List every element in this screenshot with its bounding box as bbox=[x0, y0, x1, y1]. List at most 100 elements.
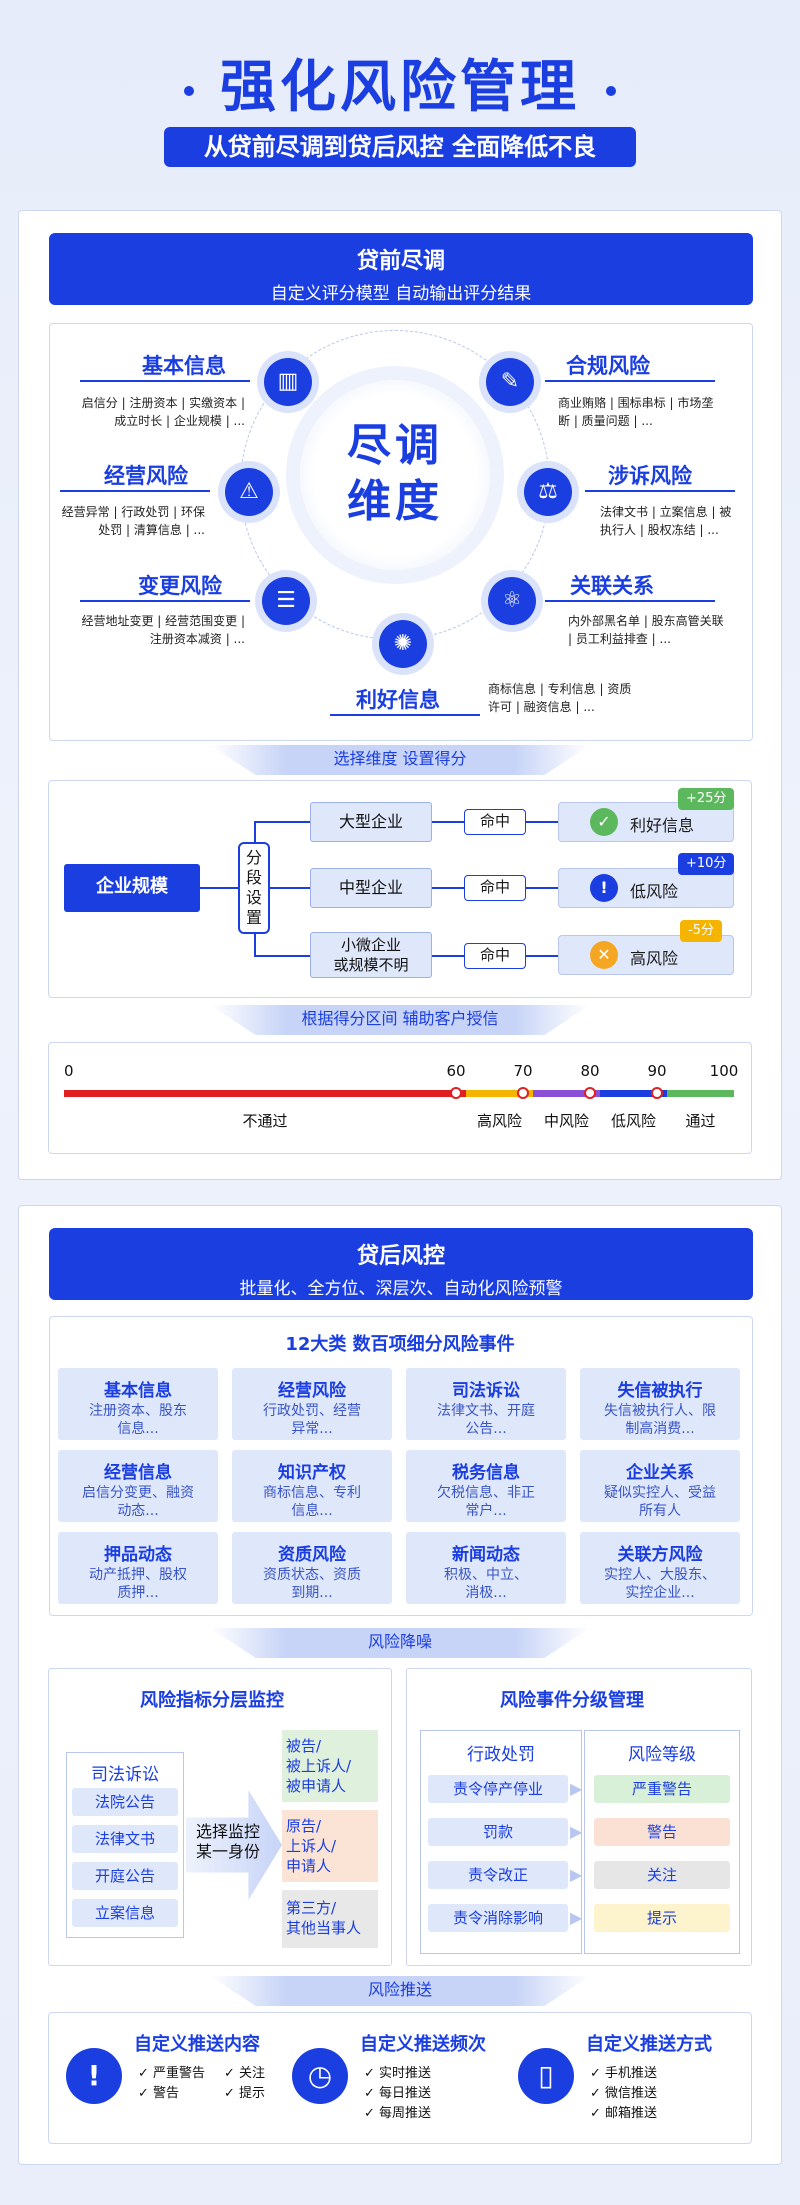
event-item: 责令消除影响 bbox=[428, 1904, 568, 1932]
level-col bbox=[584, 1730, 740, 1954]
risk-category-title: 知识产权 bbox=[278, 1463, 346, 1483]
push-title: 自定义推送频次 bbox=[360, 2034, 486, 2055]
level-item: 严重警告 bbox=[594, 1775, 730, 1803]
grid-title: 12大类 数百项细分风险事件 bbox=[285, 1334, 515, 1355]
result-label: 利好信息 bbox=[630, 816, 695, 835]
branch-line bbox=[254, 934, 256, 956]
risk-category-desc: 行政处罚、经营 bbox=[263, 1403, 361, 1419]
dim-desc-change: 经营地址变更 | 经营范围变更 | 注册资本减资 | ... bbox=[81, 614, 245, 646]
event-col-title: 行政处罚 bbox=[467, 1745, 535, 1765]
risk-category-title: 经营信息 bbox=[104, 1463, 172, 1483]
risk-category: 失信被执行失信被执行人、限制高消费... bbox=[580, 1368, 740, 1440]
push-panel bbox=[48, 2012, 752, 2144]
litigation-item: 立案信息 bbox=[72, 1899, 178, 1927]
push-option: ✓ 每日推送 bbox=[364, 2086, 432, 2101]
level-item: 提示 bbox=[594, 1904, 730, 1932]
branch-line bbox=[254, 821, 310, 823]
clock-icon: ◷ bbox=[292, 2048, 348, 2104]
dim-label-basic: 基本信息 bbox=[142, 354, 226, 378]
result-label: 低风险 bbox=[630, 882, 679, 901]
dim-desc-litigation: 法律文书 | 立案信息 | 被执行人 | 股权冻结 | ... bbox=[600, 505, 732, 537]
risk-category-desc: 制高消费... bbox=[625, 1421, 695, 1437]
arrow-text: 选择监控某一身份 bbox=[196, 1822, 261, 1861]
scale-band-label: 中风险 bbox=[543, 1112, 589, 1130]
risk-category-desc: 常户... bbox=[465, 1503, 507, 1519]
risk-category-title: 基本信息 bbox=[104, 1381, 172, 1401]
scale-band-label: 低风险 bbox=[610, 1112, 656, 1130]
role-box: 原告/上诉人/申请人 bbox=[282, 1810, 378, 1882]
hit-label: 命中 bbox=[464, 809, 526, 835]
role-box: 第三方/其他当事人 bbox=[282, 1890, 378, 1948]
hit-label: 命中 bbox=[464, 943, 526, 969]
dim-underline bbox=[545, 600, 715, 602]
litigation-group-title: 司法诉讼 bbox=[91, 1765, 159, 1785]
push-option: ✓ 实时推送 bbox=[364, 2066, 432, 2081]
risk-category-desc: 公告... bbox=[465, 1421, 507, 1437]
scale-band bbox=[64, 1090, 466, 1097]
cross-icon: ✕ bbox=[590, 941, 618, 969]
funnel-label: 风险推送 bbox=[210, 1976, 590, 2006]
building-icon: ▥ bbox=[264, 358, 312, 406]
push-title: 自定义推送方式 bbox=[586, 2034, 712, 2055]
scale-band-label: 高风险 bbox=[476, 1112, 522, 1130]
list-icon: ☰ bbox=[262, 577, 310, 625]
header: 强化风险管理 从贷前尽调到贷后风控 全面降低不良 bbox=[0, 0, 800, 200]
risk-category-title: 税务信息 bbox=[452, 1463, 520, 1483]
dot-icon bbox=[606, 85, 616, 96]
risk-category-title: 新闻动态 bbox=[452, 1545, 520, 1565]
risk-category: 企业关系疑似实控人、受益所有人 bbox=[580, 1450, 740, 1522]
risk-category-desc: 异常... bbox=[291, 1421, 333, 1437]
center-circle: 尽调维度 bbox=[300, 380, 490, 570]
score-tag: +10分 bbox=[678, 853, 735, 875]
dim-underline bbox=[330, 714, 480, 716]
risk-category-desc: 消极... bbox=[465, 1585, 507, 1601]
scale-tick: 60 bbox=[446, 1062, 466, 1080]
risk-category-desc: 实控人、大股东、 bbox=[604, 1567, 716, 1583]
result-label: 高风险 bbox=[630, 949, 679, 968]
risk-category: 新闻动态积极、中立、消极... bbox=[406, 1532, 566, 1604]
risk-category-desc: 动态... bbox=[117, 1503, 159, 1519]
funnel-label: 根据得分区间 辅助客户授信 bbox=[210, 1005, 590, 1035]
arrow-right-icon: ▶ bbox=[570, 1822, 583, 1841]
arrow-right-icon: ▶ bbox=[570, 1908, 583, 1927]
event-item: 罚款 bbox=[428, 1818, 568, 1846]
risk-category-desc: 启信分变更、融资 bbox=[82, 1485, 194, 1501]
scale-marker bbox=[651, 1087, 663, 1099]
scale-band-label: 通过 bbox=[685, 1112, 716, 1130]
push-option: ✓ 严重警告 bbox=[138, 2066, 206, 2081]
risk-category: 押品动态动产抵押、股权质押... bbox=[58, 1532, 218, 1604]
risk-category-desc: 信息... bbox=[291, 1503, 333, 1519]
dim-label-benefit: 利好信息 bbox=[356, 688, 440, 712]
risk-category-desc: 质押... bbox=[117, 1585, 159, 1601]
push-option: ✓ 每周推送 bbox=[364, 2106, 432, 2121]
risk-category-desc: 注册资本、股东 bbox=[89, 1403, 187, 1419]
score-tag: -5分 bbox=[680, 920, 722, 942]
risk-category-title: 失信被执行 bbox=[617, 1381, 703, 1401]
hit-label: 命中 bbox=[464, 875, 526, 901]
dim-desc-basic: 启信分 | 注册资本 | 实缴资本 | 成立时长 | 企业规模 | ... bbox=[81, 396, 245, 428]
scale-tick: 0 bbox=[64, 1062, 74, 1080]
risk-category: 经营风险行政处罚、经营异常... bbox=[232, 1368, 392, 1440]
dim-underline bbox=[585, 490, 735, 492]
scale-tick: 90 bbox=[647, 1062, 667, 1080]
pre-loan-banner: 贷前尽调 自定义评分模型 自动输出评分结果 bbox=[49, 233, 753, 305]
risk-category-title: 关联方风险 bbox=[617, 1545, 703, 1565]
risk-category: 关联方风险实控人、大股东、实控企业... bbox=[580, 1532, 740, 1604]
litigation-item: 法院公告 bbox=[72, 1788, 178, 1816]
risk-category-desc: 所有人 bbox=[639, 1503, 681, 1519]
litigation-item: 法律文书 bbox=[72, 1825, 178, 1853]
risk-category: 司法诉讼法律文书、开庭公告... bbox=[406, 1368, 566, 1440]
scale-tick: 70 bbox=[513, 1062, 533, 1080]
scale-band bbox=[667, 1090, 734, 1097]
litigation-item: 开庭公告 bbox=[72, 1862, 178, 1890]
risk-category-desc: 欠税信息、非正 bbox=[437, 1485, 535, 1501]
bulb-icon: ✺ bbox=[379, 620, 427, 668]
dot-icon bbox=[184, 85, 194, 96]
seg-box: 分段设置 bbox=[238, 842, 270, 934]
push-option: ✓ 提示 bbox=[224, 2086, 266, 2101]
branch-line bbox=[254, 955, 310, 957]
risk-category: 资质风险资质状态、资质到期... bbox=[232, 1532, 392, 1604]
dim-label-change: 变更风险 bbox=[138, 574, 222, 598]
event-item: 责令改正 bbox=[428, 1861, 568, 1889]
arrow-right-icon: ▶ bbox=[570, 1865, 583, 1884]
